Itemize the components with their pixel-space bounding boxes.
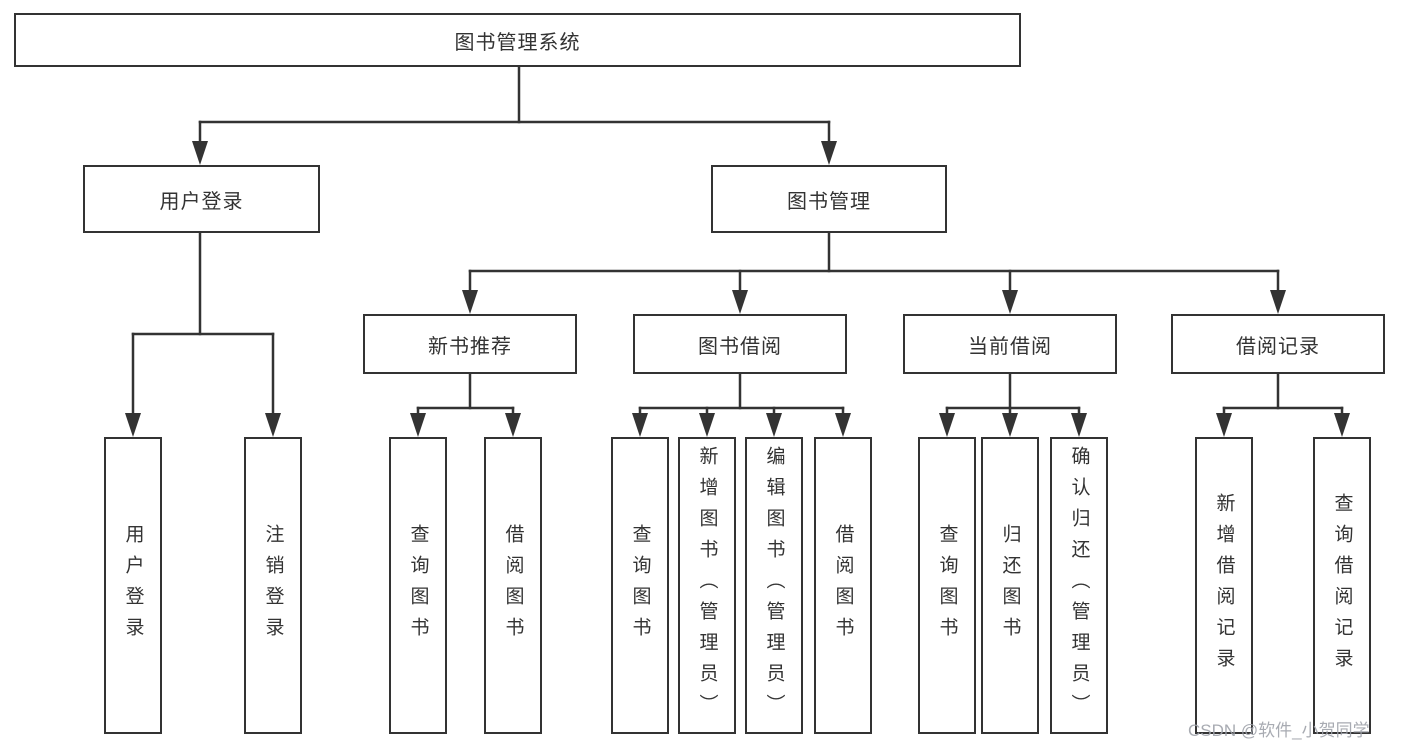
arrowhead-icon	[410, 413, 426, 437]
arrowhead-icon	[632, 413, 648, 437]
node-label: 用户登录	[159, 190, 244, 213]
node-current-borrowing: 当前借阅	[903, 314, 1117, 374]
leaf-label: 查询图书	[936, 523, 958, 648]
csdn-watermark: CSDN @软件_小贺同学	[1188, 721, 1370, 740]
node-label: 当前借阅	[968, 335, 1052, 358]
leaf-add-borrow-record: 新增借阅记录	[1195, 437, 1253, 734]
arrowhead-icon	[1334, 413, 1350, 437]
arrowhead-icon	[699, 413, 715, 437]
leaf-label: 查询图书	[629, 523, 651, 648]
arrowhead-icon	[192, 141, 208, 165]
node-label: 图书管理系统	[454, 31, 581, 54]
node-book-borrowing: 图书借阅	[633, 314, 847, 374]
leaf-user-login: 用户登录	[104, 437, 162, 734]
leaf-query-books-recommend: 查询图书	[389, 437, 447, 734]
arrowhead-icon	[1002, 290, 1018, 314]
arrowhead-icon	[1071, 413, 1087, 437]
node-label: 图书借阅	[698, 335, 782, 358]
node-borrowing-records: 借阅记录	[1171, 314, 1385, 374]
arrowhead-icon	[939, 413, 955, 437]
leaf-label: 新增借阅记录	[1213, 492, 1235, 679]
node-library-management-system: 图书管理系统	[14, 13, 1021, 67]
arrowhead-icon	[821, 141, 837, 165]
leaf-label: 编辑图书（管理员）	[763, 446, 785, 725]
arrowhead-icon	[1002, 413, 1018, 437]
leaf-return-books: 归还图书	[981, 437, 1039, 734]
node-new-book-recommend: 新书推荐	[363, 314, 577, 374]
node-book-management: 图书管理	[711, 165, 947, 233]
leaf-query-books-current: 查询图书	[918, 437, 976, 734]
arrowhead-icon	[835, 413, 851, 437]
leaf-borrow-books: 借阅图书	[814, 437, 872, 734]
arrowhead-icon	[732, 290, 748, 314]
node-label: 新书推荐	[428, 335, 512, 358]
leaf-logout: 注销登录	[244, 437, 302, 734]
arrowhead-icon	[265, 413, 281, 437]
node-label: 借阅记录	[1236, 335, 1320, 358]
leaf-query-borrow-record: 查询借阅记录	[1313, 437, 1371, 734]
leaf-borrow-books-recommend: 借阅图书	[484, 437, 542, 734]
arrowhead-icon	[1216, 413, 1232, 437]
arrowhead-icon	[125, 413, 141, 437]
leaf-label: 查询借阅记录	[1331, 492, 1353, 679]
leaf-label: 借阅图书	[502, 523, 524, 648]
leaf-label: 注销登录	[262, 523, 284, 648]
arrowhead-icon	[462, 290, 478, 314]
leaf-confirm-return-admin: 确认归还（管理员）	[1050, 437, 1108, 734]
node-label: 图书管理	[787, 190, 871, 213]
leaf-label: 查询图书	[407, 523, 429, 648]
arrowhead-icon	[766, 413, 782, 437]
arrowhead-icon	[505, 413, 521, 437]
leaf-query-books-borrow: 查询图书	[611, 437, 669, 734]
leaf-label: 用户登录	[122, 523, 144, 648]
node-user-login: 用户登录	[83, 165, 320, 233]
leaf-add-book-admin: 新增图书（管理员）	[678, 437, 736, 734]
leaf-label: 归还图书	[999, 523, 1021, 648]
leaf-label: 新增图书（管理员）	[696, 446, 718, 725]
arrowhead-icon	[1270, 290, 1286, 314]
leaf-label: 确认归还（管理员）	[1068, 446, 1090, 725]
leaf-edit-book-admin: 编辑图书（管理员）	[745, 437, 803, 734]
leaf-label: 借阅图书	[832, 523, 854, 648]
